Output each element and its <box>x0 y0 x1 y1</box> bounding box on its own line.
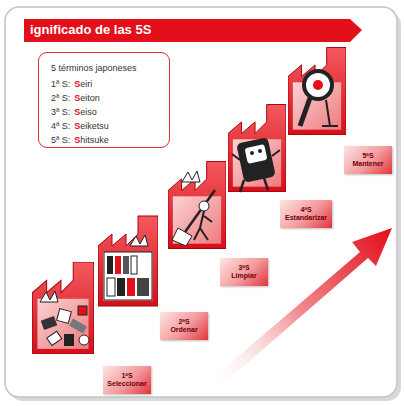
clutter-item <box>41 316 58 330</box>
step-label: 4ªSEstandarizar <box>280 200 332 228</box>
magnifier-pupil <box>313 80 323 90</box>
book <box>137 278 149 296</box>
node-text: Ordenar <box>170 326 197 334</box>
node-text: 1ª S: <box>51 79 70 89</box>
factory-icon <box>98 216 158 306</box>
magnifier-lens <box>304 71 332 99</box>
node-text: 3ª S: <box>51 107 70 117</box>
node-text: 5ª S: <box>51 135 70 145</box>
shelf-icon <box>104 235 152 300</box>
clutter-item <box>78 306 87 315</box>
hand-shape <box>130 235 148 246</box>
factory-icon <box>168 162 226 249</box>
node-text: Seiketsu <box>74 121 161 131</box>
clipboard-screen <box>245 144 268 164</box>
book <box>115 256 121 274</box>
node-heading: 4ªS <box>300 206 311 214</box>
magnifier-handle <box>300 98 310 126</box>
node-heading: 3ªS <box>238 264 249 272</box>
node-text: Shitsuke <box>74 135 161 145</box>
eye <box>250 151 254 155</box>
factory-icon <box>228 105 286 192</box>
factory-icon <box>288 48 346 135</box>
broom-brush <box>172 228 192 246</box>
clutter-item <box>64 334 74 346</box>
hand-shape <box>182 171 200 182</box>
clutter-icon <box>40 291 89 346</box>
legs <box>240 178 268 192</box>
node-text: Mantener <box>352 160 383 168</box>
person-body <box>194 211 212 240</box>
hand-shape <box>40 291 58 302</box>
title-bar <box>24 19 362 42</box>
shelf <box>104 252 152 300</box>
clutter-item <box>57 309 72 324</box>
person-head <box>199 201 209 211</box>
broom-icon <box>172 171 215 246</box>
progress-arrow <box>205 228 392 392</box>
magnifier-icon <box>300 71 338 126</box>
node-heading: 5ªS <box>362 152 373 160</box>
step-label: 2ªSOrdenar <box>160 312 208 340</box>
node-heading: 1ªS <box>121 372 132 380</box>
step-label: 1ªSSeleccionar <box>103 366 151 394</box>
factory-icon <box>32 262 93 354</box>
node-text: Seleccionar <box>107 380 146 388</box>
node-text: 2ª S: <box>51 93 70 103</box>
arms <box>232 150 280 160</box>
step-label: 5ªSMantener <box>344 146 392 174</box>
node-text: Seiri <box>74 79 161 89</box>
book <box>131 256 137 274</box>
step-label: 3ªSLimpiar <box>220 258 268 286</box>
clutter-item <box>69 319 87 334</box>
node-heading: 2ªS <box>178 318 189 326</box>
book <box>117 278 125 296</box>
clipboard-body <box>236 137 276 183</box>
clutter-item <box>47 331 62 345</box>
stand <box>322 100 338 126</box>
eye <box>258 149 262 153</box>
title-text: ignificado de las 5S <box>30 22 151 37</box>
book <box>123 256 129 274</box>
terms-box: 5 términos japoneses 1ª S: Seiri 2ª S: Seito… <box>38 52 170 148</box>
node-text: Estandarizar <box>285 214 327 222</box>
clutter-item <box>79 335 89 345</box>
book <box>107 256 113 274</box>
clipboard-icon <box>232 137 280 192</box>
panel <box>5 7 397 397</box>
node-text: 4ª S: <box>51 121 70 131</box>
node-heading: 5 términos japoneses <box>51 63 161 73</box>
node-text: Seiso <box>74 107 161 117</box>
node-text: Limpiar <box>231 272 256 280</box>
node-text: Seiton <box>74 93 161 103</box>
book <box>127 278 135 296</box>
book <box>107 278 115 296</box>
